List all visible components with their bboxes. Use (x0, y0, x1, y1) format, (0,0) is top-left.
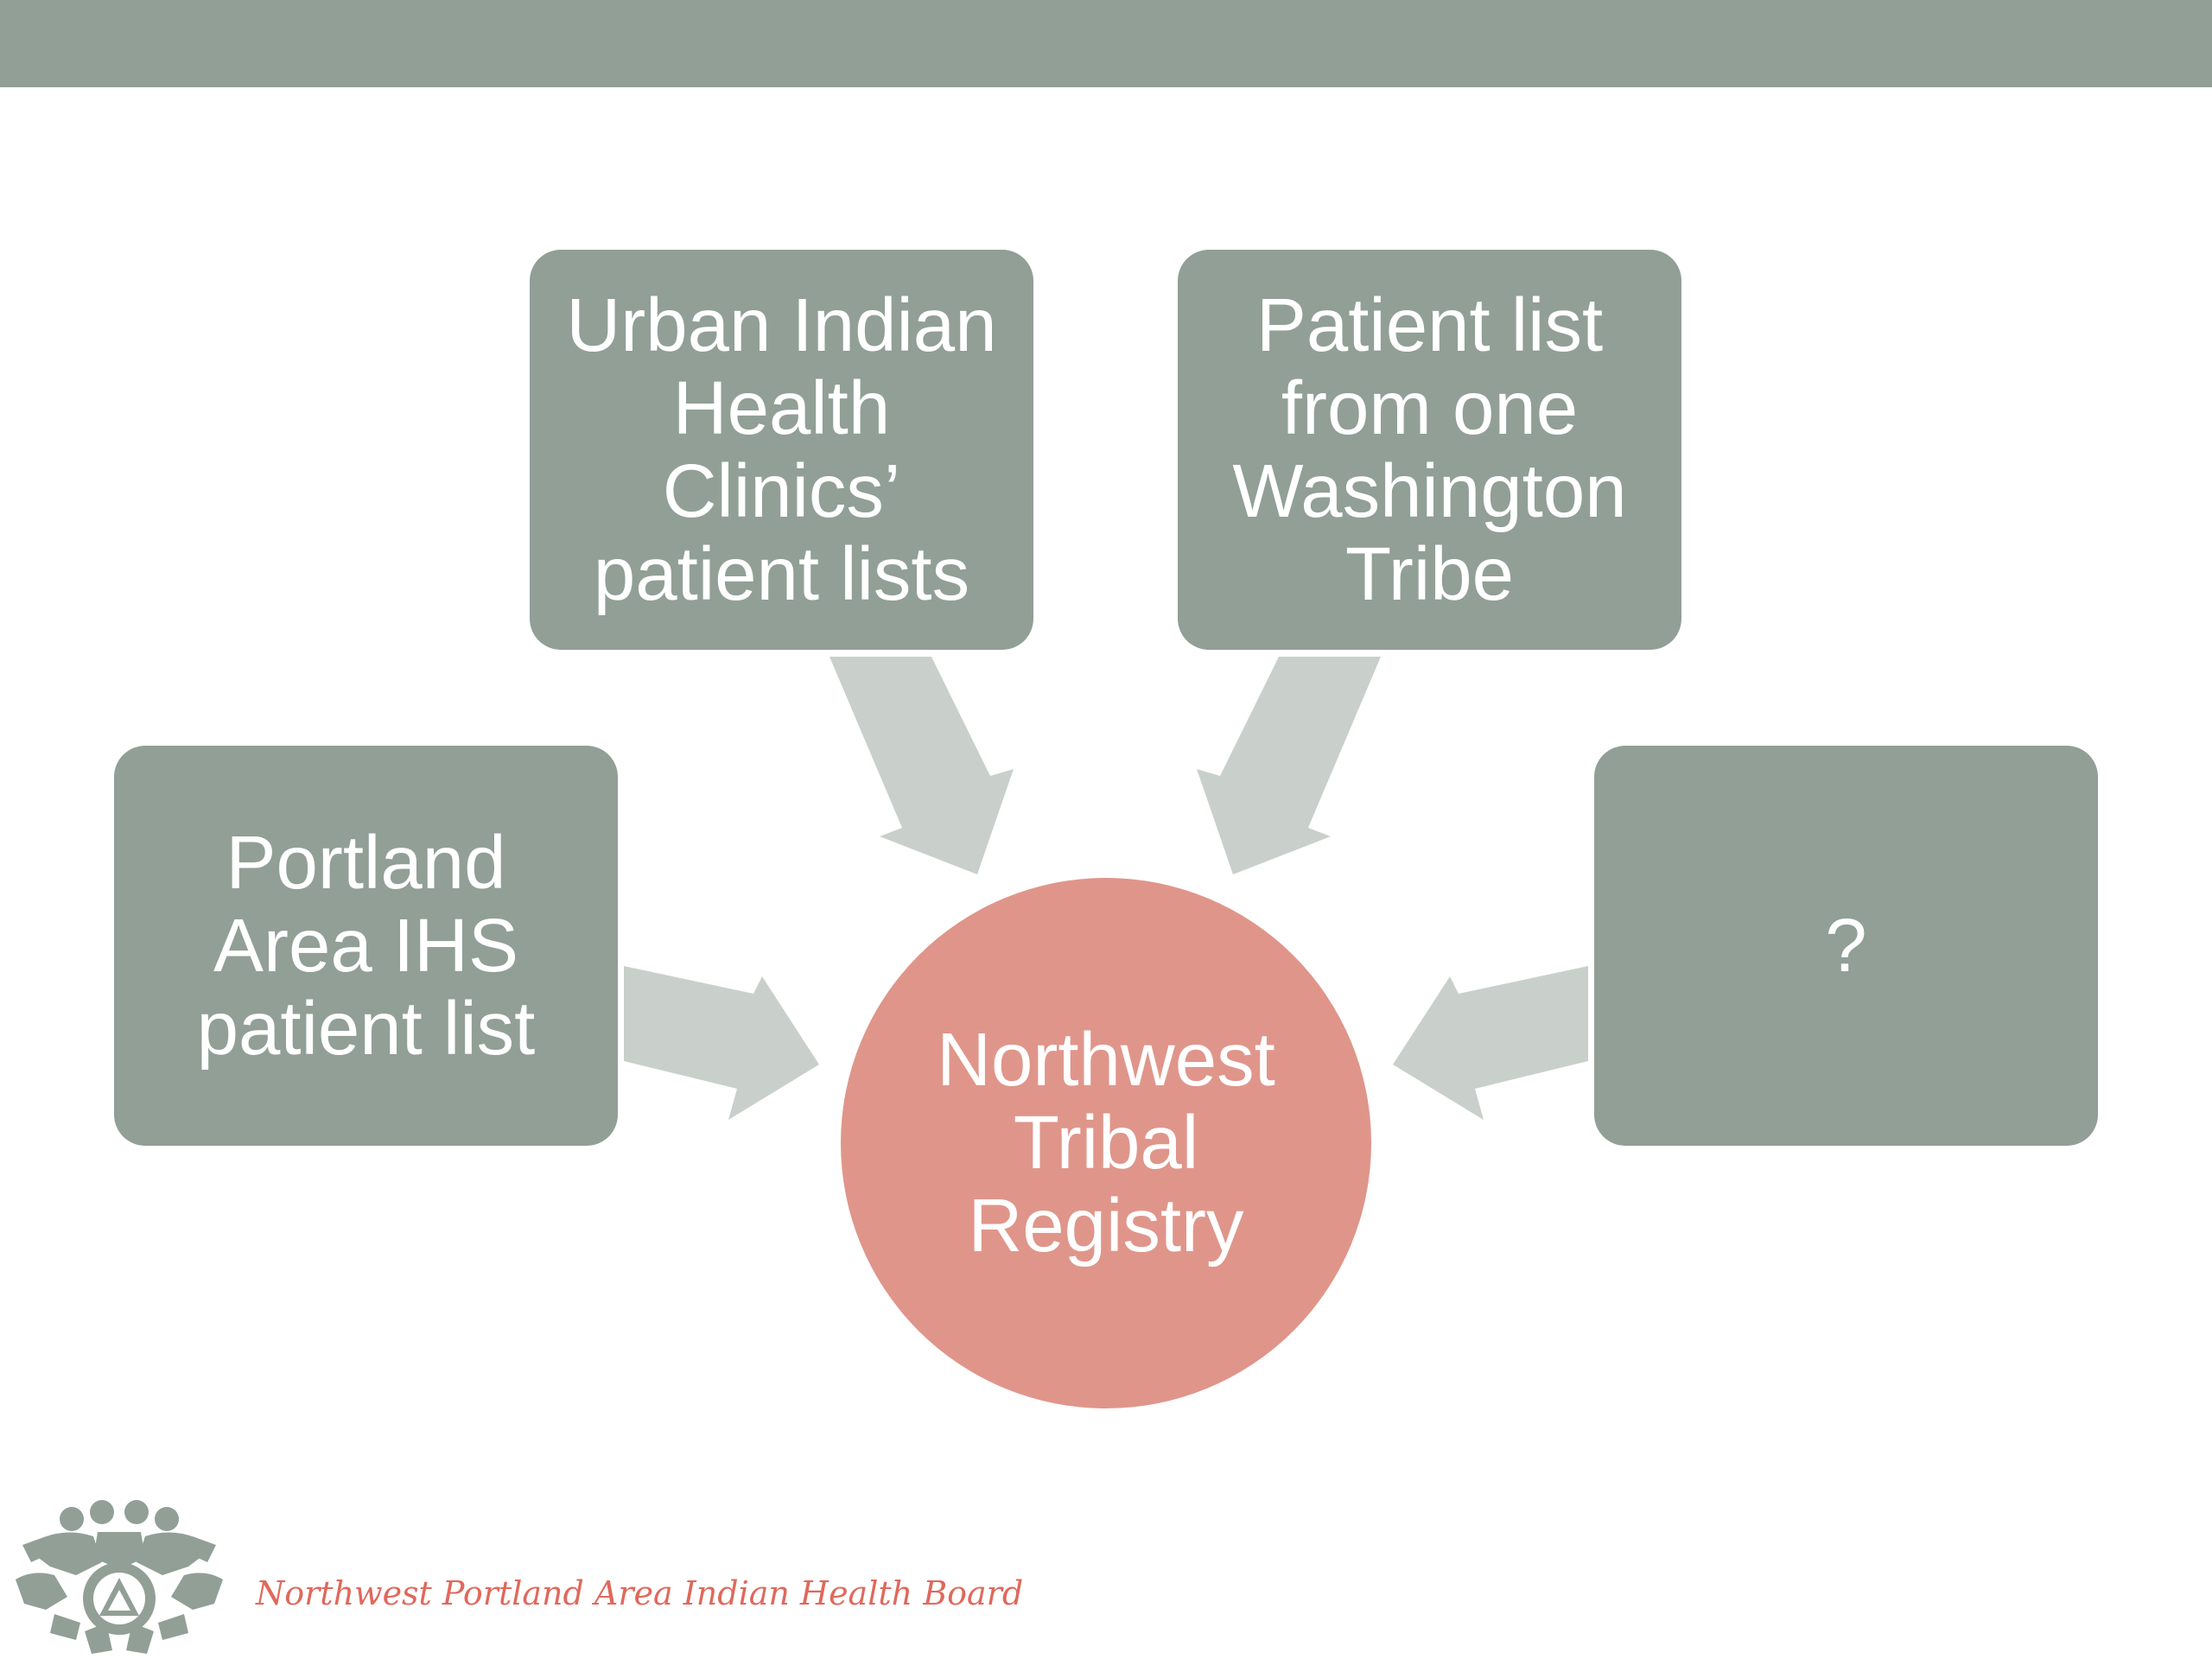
source-box-unknown: ? (1594, 746, 2098, 1146)
registry-hub-label: Northwest Tribal Registry (937, 1018, 1275, 1268)
arrow-unknown-to-registry (1393, 966, 1588, 1120)
source-label-unknown: ? (1825, 903, 1867, 988)
source-box-portland-ihs: Portland Area IHS patient list (114, 746, 618, 1146)
source-box-urban-clinics: Urban Indian Health Clinics’ patient lis… (530, 250, 1033, 650)
arrow-tribe-to-registry (1197, 657, 1381, 874)
footer-org-name: Northwest Portland Area Indian Health Bo… (256, 1574, 1024, 1612)
source-label-washington-tribe: Patient list from one Washington Tribe (1232, 283, 1627, 616)
registry-hub-circle: Northwest Tribal Registry (841, 878, 1371, 1408)
arrow-urban-to-registry (830, 657, 1014, 874)
source-label-urban-clinics: Urban Indian Health Clinics’ patient lis… (566, 283, 997, 616)
arrow-ihs-to-registry (624, 966, 819, 1120)
npaihb-logo-icon (16, 1500, 223, 1654)
header-bar (0, 0, 2212, 87)
source-label-portland-ihs: Portland Area IHS patient list (196, 820, 536, 1071)
source-box-washington-tribe: Patient list from one Washington Tribe (1178, 250, 1681, 650)
